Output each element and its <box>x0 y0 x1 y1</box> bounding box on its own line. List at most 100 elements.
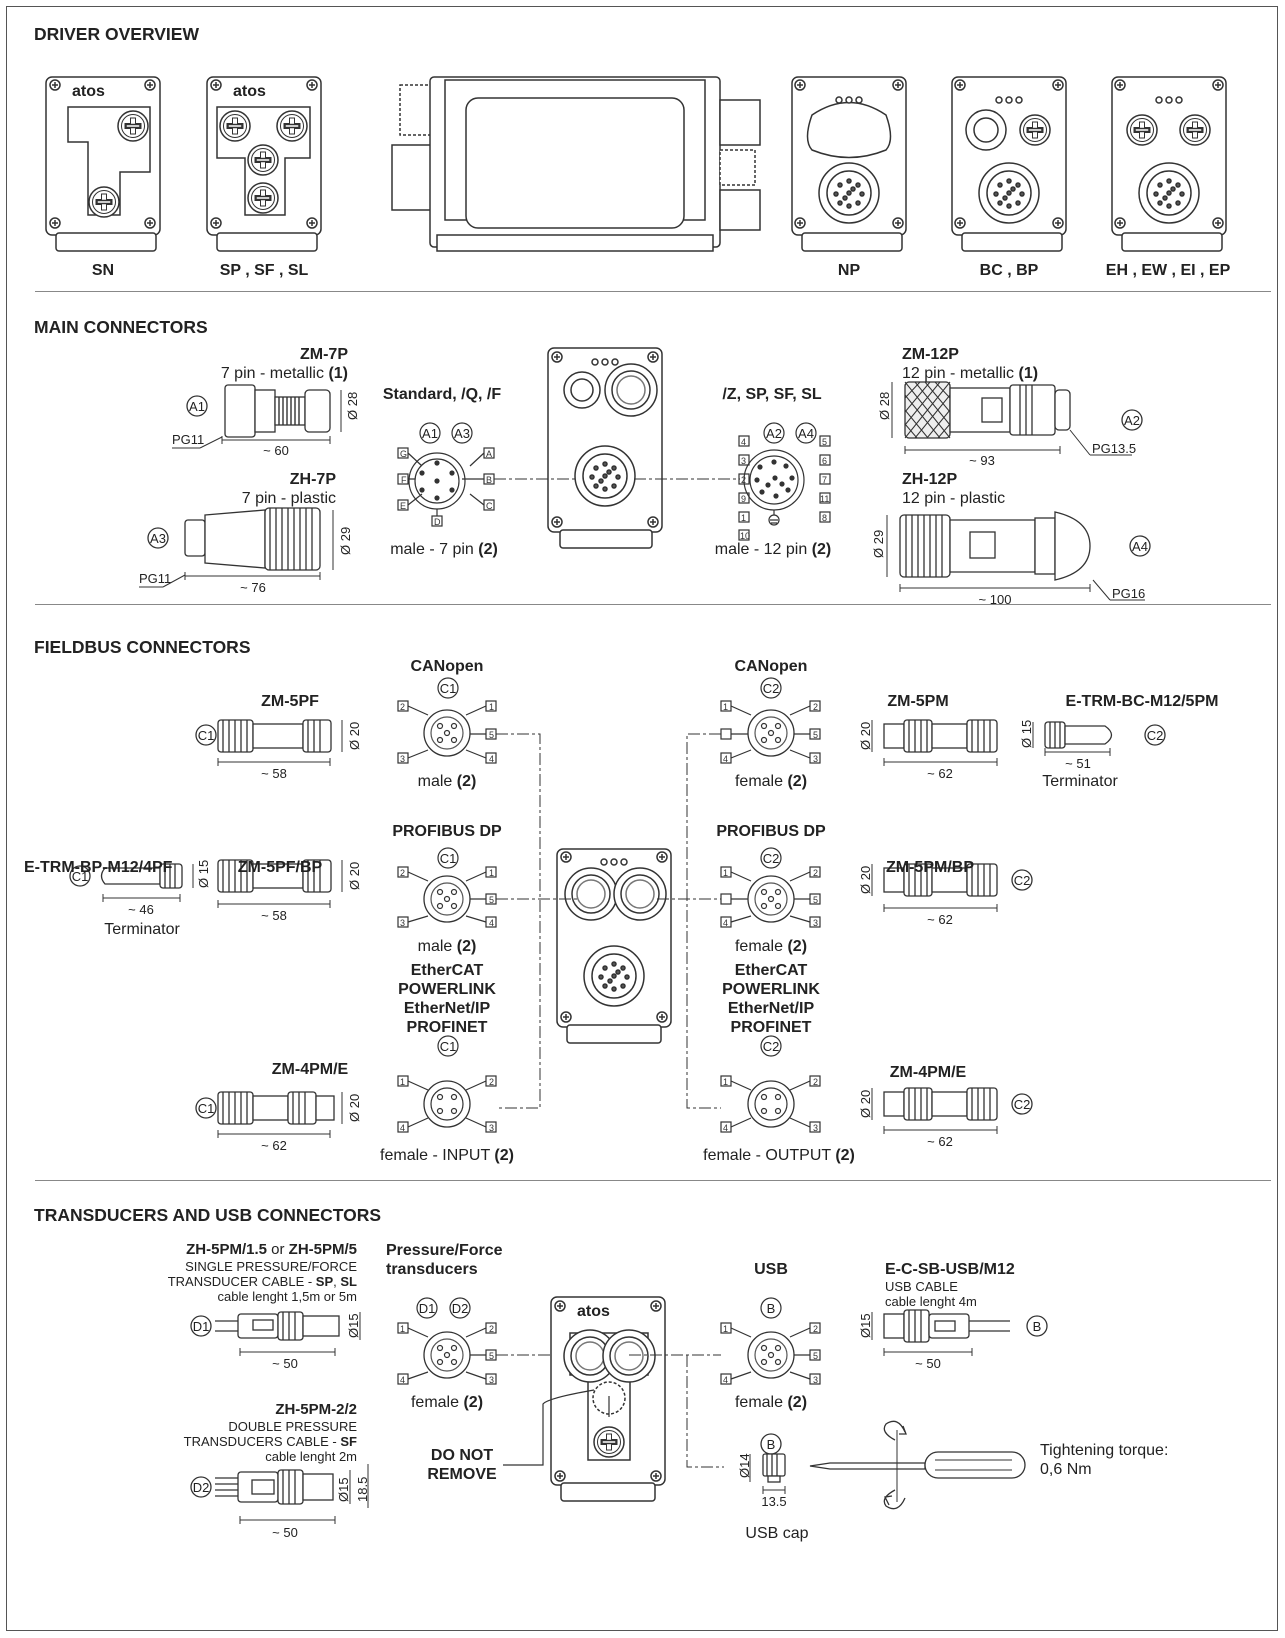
e-trm-bc-length: ~ 51 <box>1065 756 1091 771</box>
zm-12p-title: ZM-12P <box>902 346 959 363</box>
section-title-fieldbus-connectors: FIELDBUS CONNECTORS <box>34 637 251 657</box>
zh-5pm-drawing <box>190 1311 361 1356</box>
driver-np <box>791 76 907 252</box>
zm-4pme-right-drawing <box>871 1087 1033 1134</box>
tag-c1: C1 <box>71 869 89 884</box>
section-title-driver-overview: DRIVER OVERVIEW <box>34 24 199 44</box>
zm-5pf-bp-length: ~ 58 <box>261 908 287 923</box>
zm-4pme-left-diameter: Ø 20 <box>347 1093 362 1122</box>
e-trm-bp-diameter: Ø 15 <box>196 859 211 888</box>
zm-5pm-drawing <box>871 719 998 766</box>
driver-sn <box>45 76 161 252</box>
driver-label-sp: SP , SF , SL <box>219 262 309 279</box>
z-12pin-face <box>738 422 831 541</box>
zm-7p-desc: 7 pin - metallic (1) <box>220 365 348 382</box>
zm-7p-diameter: Ø 28 <box>345 391 360 420</box>
zm-5pf-bp-drawing <box>217 859 343 908</box>
torque-label: Tightening torque: <box>1040 1442 1169 1459</box>
zh-7p-drawing <box>139 507 334 588</box>
zm-5pf-bp-title: ZM-5PF/BP <box>237 859 323 876</box>
zh-5pm-2-2-length: ~ 50 <box>272 1525 298 1540</box>
zh-5pm-diameter: Ø15 <box>346 1313 361 1338</box>
e-trm-bc-title: E-TRM-BC-M12/5PM <box>1065 693 1219 710</box>
tag-a2: A2 <box>1124 413 1140 428</box>
tag-b: B <box>766 1437 776 1452</box>
zm-5pm-bp-title: ZM-5PM/BP <box>886 859 974 876</box>
zh-5pm-2-2-title: ZH-5PM-2/2 <box>275 1401 357 1418</box>
e-trm-bp-title: E-TRM-BP-M12/4PF <box>24 859 173 876</box>
z-caption: male - 12 pin (2) <box>714 541 832 558</box>
zh-5pm-2-2-line3: cable lenght 2m <box>265 1449 357 1464</box>
zh-7p-pg: PG11 <box>139 571 172 586</box>
atos-logo: atos <box>72 83 105 100</box>
do-not-remove-leader <box>503 1389 610 1466</box>
canopen-left-title: CANopen <box>410 658 484 675</box>
e-trm-bc-drawing <box>1032 721 1166 756</box>
driver-bc <box>951 76 1067 252</box>
z-title: /Z, SP, SF, SL <box>722 386 822 403</box>
tag-c2: C2 <box>762 851 780 866</box>
divider <box>35 604 1271 605</box>
zh-12p-pg: PG16 <box>1112 586 1146 601</box>
tag-d1: D1 <box>192 1319 210 1334</box>
zm-12p-pg: PG13.5 <box>1092 441 1137 456</box>
profibus-female-face <box>720 847 821 928</box>
std-7pin-face <box>397 422 495 527</box>
zm-5pf-title: ZM-5PF <box>261 693 319 710</box>
pressure-force-caption: female (2) <box>410 1394 484 1411</box>
zm-5pf-diameter: Ø 20 <box>347 721 362 750</box>
fieldbus-center-driver <box>556 848 672 1044</box>
zm-5pm-length: ~ 62 <box>927 766 953 781</box>
driver-label-np: NP <box>837 262 861 279</box>
ethernet-output-face <box>720 1035 821 1133</box>
canopen-left-caption: male (2) <box>417 773 477 790</box>
tag-c1: C1 <box>439 1039 457 1054</box>
page-frame <box>6 6 1278 1631</box>
ethernet-input-caption: female - INPUT (2) <box>380 1147 514 1164</box>
zm-5pf-bp-diameter: Ø 20 <box>347 861 362 890</box>
zm-4pme-right-length: ~ 62 <box>927 1134 953 1149</box>
tag-a1: A1 <box>422 426 438 441</box>
zm-4pme-left-drawing <box>195 1091 343 1138</box>
e-trm-bp-drawing <box>69 863 194 902</box>
zm-5pm-diameter: Ø 20 <box>858 721 873 750</box>
zm-5pm-title: ZM-5PM <box>887 693 949 710</box>
zh-12p-diameter: Ø 29 <box>871 529 886 558</box>
zh-12p-length: ~ 100 <box>978 592 1012 607</box>
standard-title: Standard, /Q, /F <box>382 386 502 403</box>
tag-c1: C1 <box>197 1101 215 1116</box>
ethernet-output-caption: female - OUTPUT (2) <box>703 1147 855 1164</box>
tag-b: B <box>1032 1319 1042 1334</box>
tag-b: B <box>766 1301 776 1316</box>
link-line <box>686 1355 724 1468</box>
zh-5pm-2-2-line1: DOUBLE PRESSURE <box>228 1419 357 1434</box>
zm-4pme-right-diameter: Ø 20 <box>858 1089 873 1118</box>
zh-5pm-line1: SINGLE PRESSURE/FORCE <box>185 1259 357 1274</box>
usb-cap-drawing <box>749 1433 786 1494</box>
tag-c2: C2 <box>762 681 780 696</box>
tag-d2: D2 <box>192 1480 210 1495</box>
zh-5pm-2-2-outer-diameter: 18.5 <box>355 1476 370 1502</box>
zm-12p-diameter: Ø 28 <box>877 391 892 420</box>
zm-5pm-bp-length: ~ 62 <box>927 912 953 927</box>
atos-logo: atos <box>577 1303 610 1320</box>
tag-c2: C2 <box>1013 873 1031 888</box>
e-trm-bc-caption: Terminator <box>1042 773 1118 790</box>
driver-eh <box>1111 76 1227 252</box>
zh-5pm-line2: TRANSDUCER CABLE - SP, SL <box>167 1274 357 1289</box>
link-line <box>686 733 721 1109</box>
zh-5pm-title: ZH-5PM/1.5 or ZH-5PM/5 <box>186 1241 357 1258</box>
e-c-sb-usb-line1: USB CABLE <box>885 1279 958 1294</box>
tag-c2: C2 <box>1146 728 1164 743</box>
usb-caption: female (2) <box>734 1394 808 1411</box>
zh-5pm-length: ~ 50 <box>272 1356 298 1371</box>
usb-cap-length: 13.5 <box>761 1494 787 1509</box>
profibus-male-face <box>397 847 497 928</box>
canopen-right-caption: female (2) <box>734 773 808 790</box>
tag-d2: D2 <box>451 1301 469 1316</box>
tag-c2: C2 <box>762 1039 780 1054</box>
main-center-driver <box>547 347 663 549</box>
